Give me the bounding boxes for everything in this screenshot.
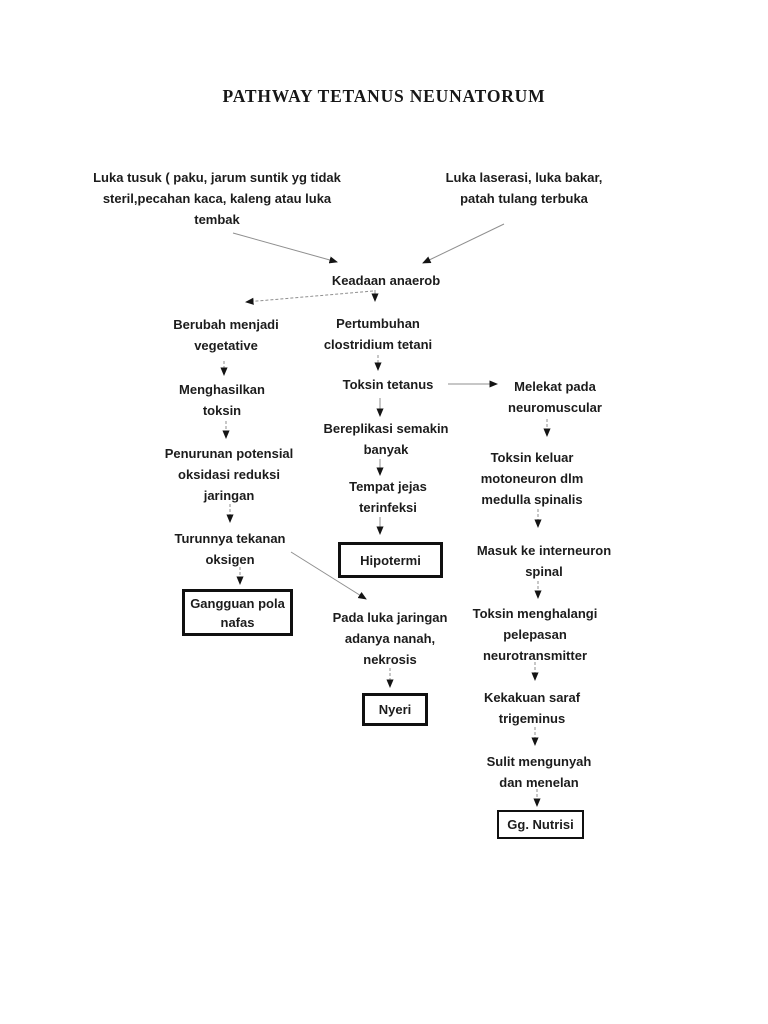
node-hipotermi: Hipotermi	[338, 542, 443, 578]
arrow-keadaan-to-berubah	[245, 290, 374, 305]
node-gangguan-pola-nafas: Gangguan pola nafas	[182, 589, 293, 636]
arrow-lukatusuk-to-keadaan	[232, 232, 338, 264]
arrow-lukalaserasi-to-keadaan	[422, 223, 505, 264]
node-bereplikasi: Bereplikasi semakin banyak	[323, 421, 449, 457]
node-berubah-menjadi: Berubah menjadi vegetative	[173, 317, 279, 353]
node-pada-luka: Pada luka jaringan adanya nanah, nekrosi…	[332, 610, 448, 667]
node-gg-nutrisi: Gg. Nutrisi	[497, 810, 584, 839]
node-toksin-menghalangi: Toksin menghalangi pelepasan neurotransm…	[472, 606, 598, 663]
node-toksin-keluar: Toksin keluar motoneuron dlm medulla spi…	[480, 450, 584, 507]
page-title: PATHWAY TETANUS NEUNATORUM	[222, 86, 546, 106]
node-keadaan-anaerob: Keadaan anaerob	[331, 273, 441, 288]
node-penurunan: Penurunan potensial oksidasi reduksi jar…	[164, 446, 294, 503]
node-luka-laserasi: Luka laserasi, luka bakar, patah tulang …	[445, 170, 603, 206]
node-pertumbuhan: Pertumbuhan clostridium tetani	[323, 316, 433, 352]
node-menghasilkan: Menghasilkan toksin	[179, 382, 265, 418]
node-sulit-mengunyah: Sulit mengunyah dan menelan	[486, 754, 592, 790]
node-kekakuan: Kekakuan saraf trigeminus	[483, 690, 581, 726]
node-toksin-tetanus: Toksin tetanus	[342, 377, 434, 392]
arrow-turunnya-to-padaluka	[290, 551, 367, 600]
node-tempat-jejas: Tempat jejas terinfeksi	[349, 479, 427, 515]
node-turunnya: Turunnya tekanan oksigen	[174, 531, 286, 567]
node-luka-tusuk: Luka tusuk ( paku, jarum suntik yg tidak…	[93, 170, 341, 227]
node-masuk-interneuron: Masuk ke interneuron spinal	[476, 543, 612, 579]
node-nyeri: Nyeri	[362, 693, 428, 726]
node-melekat: Melekat pada neuromuscular	[508, 379, 602, 415]
